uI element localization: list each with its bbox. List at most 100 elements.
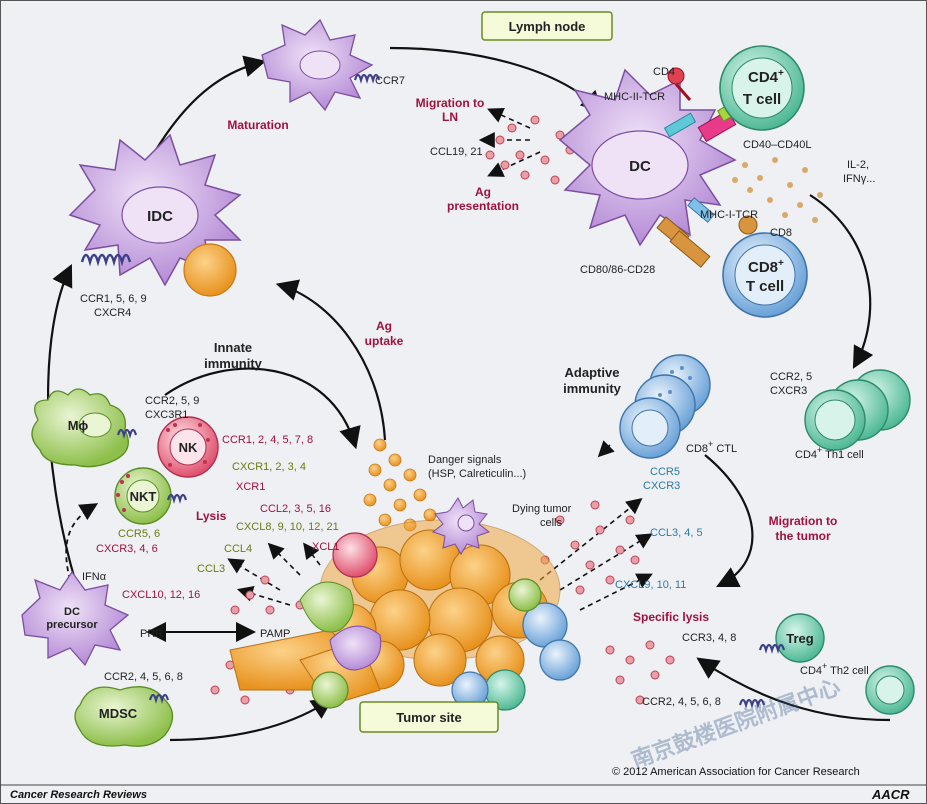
mphi-cxc-label: CXC3R1 bbox=[145, 409, 188, 421]
cd4-t-cell bbox=[719, 45, 805, 131]
innate-label-2: immunity bbox=[204, 356, 263, 371]
aacr-logo: AACR bbox=[871, 787, 910, 802]
nk-label: NK bbox=[179, 440, 198, 455]
cd8-ctl-cells bbox=[619, 354, 711, 459]
arrow-migration-tumor bbox=[704, 454, 754, 587]
mdsc-ccr-label: CCR2, 4, 5, 6, 8 bbox=[104, 671, 183, 683]
migration-ln-label-2: LN bbox=[442, 110, 458, 124]
idc-cxcr-label: CXCR4 bbox=[94, 307, 131, 319]
ag-presentation-label-1: Ag bbox=[475, 185, 491, 199]
th1-cell-label: CD4+ Th1 cell bbox=[795, 445, 864, 461]
lymph-node-title: Lymph node bbox=[509, 19, 586, 34]
ccl19-label: CCL19, 21 bbox=[430, 146, 483, 158]
idc-ccr-label: CCR1, 5, 6, 9 bbox=[80, 293, 147, 305]
journal-name: Cancer Research Reviews bbox=[10, 789, 147, 801]
copyright-text: © 2012 American Association for Cancer R… bbox=[612, 766, 860, 778]
cd4-cell-label: CD4+ bbox=[748, 68, 784, 86]
cxcl9-label: CXCL9, 10, 11 bbox=[615, 579, 686, 591]
ctl-cxcr3-label: CXCR3 bbox=[643, 480, 680, 492]
adaptive-label-1: Adaptive bbox=[565, 365, 620, 380]
prr-label: PRR bbox=[140, 628, 163, 640]
arrow-innate bbox=[164, 367, 361, 450]
th1-cxcr-label: CXCR3 bbox=[770, 385, 807, 397]
pamp-label: PAMP bbox=[260, 628, 290, 640]
cd4-small-label: CD4 bbox=[653, 66, 675, 78]
mhc1-label: MHC-I-TCR bbox=[700, 209, 758, 221]
danger-signal-dots bbox=[363, 438, 437, 532]
tumor-site-title: Tumor site bbox=[396, 710, 462, 725]
cd8-cell-label: CD8+ bbox=[748, 258, 784, 276]
mphi-ccr-label: CCR2, 5, 9 bbox=[145, 395, 199, 407]
nk-ccr-label: CCR1, 2, 4, 5, 7, 8 bbox=[222, 434, 313, 446]
migration-tumor-label-2: the tumor bbox=[775, 529, 831, 543]
macrophage-cell bbox=[31, 388, 138, 468]
arrow-idc-to-maturation bbox=[149, 55, 267, 161]
cd8-small-label: CD8 bbox=[770, 227, 792, 239]
antigen-cell bbox=[183, 243, 237, 297]
migration-tumor-label-1: Migration to bbox=[769, 514, 838, 528]
arrow-ag-uptake bbox=[275, 279, 387, 441]
th2-cell bbox=[738, 665, 915, 715]
cd4-tcell-label: T cell bbox=[743, 91, 781, 108]
adaptive-label-2: immunity bbox=[563, 381, 622, 396]
maturing-dc-cell bbox=[261, 18, 381, 112]
mhc2-label: MHC-II-TCR bbox=[604, 91, 665, 103]
ag-uptake-label-2: uptake bbox=[365, 334, 404, 348]
migration-ln-label-1: Migration to bbox=[416, 96, 485, 110]
nk-xcr-label: XCR1 bbox=[236, 481, 265, 493]
nk-cxcr-label: CXCR1, 2, 3, 4 bbox=[232, 461, 306, 473]
nkt-cell bbox=[114, 467, 188, 525]
th2-cell-label: CD4+ Th2 cell bbox=[800, 661, 869, 677]
ccl4-label: CCL4 bbox=[224, 543, 252, 555]
mphi-label: Mϕ bbox=[68, 418, 89, 433]
cytokine-dots bbox=[732, 157, 823, 223]
idc-label: IDC bbox=[147, 208, 173, 225]
mdsc-label: MDSC bbox=[99, 706, 138, 721]
arrow-mdsc-to-tumor bbox=[169, 697, 334, 742]
ag-uptake-label-1: Ag bbox=[376, 319, 392, 333]
ccr7-label: CCR7 bbox=[375, 75, 405, 87]
lysis-label: Lysis bbox=[196, 509, 227, 523]
th2-ccr-label: CCR2, 4, 5, 6, 8 bbox=[642, 696, 721, 708]
dc-precursor-cell bbox=[21, 570, 130, 667]
specific-lysis-label: Specific lysis bbox=[633, 610, 709, 624]
dying-tumor-cell bbox=[431, 497, 491, 555]
mdsc-cell bbox=[74, 686, 174, 747]
nkt-cxcr-label: CXCR3, 4, 6 bbox=[96, 543, 158, 555]
ccl345-label: CCL3, 4, 5 bbox=[650, 527, 703, 539]
dc-precursor-label-1: DC bbox=[64, 606, 80, 618]
nkt-label: NKT bbox=[130, 489, 157, 504]
arrow-th2-to-tumor bbox=[696, 657, 891, 722]
arrow-to-th1 bbox=[809, 194, 874, 369]
cd8-tcell-label: T cell bbox=[746, 278, 784, 295]
ccl2-label: CCL2, 3, 5, 16 bbox=[260, 503, 331, 515]
th1-cells bbox=[804, 369, 911, 451]
ccl3-label: CCL3 bbox=[197, 563, 225, 575]
lymph-node-box bbox=[481, 11, 613, 41]
dc-label: DC bbox=[629, 158, 651, 175]
danger-label-2: (HSP, Calreticulin...) bbox=[428, 468, 526, 480]
xcl1-label: XCL1 bbox=[312, 541, 340, 553]
dying-label-2: cells bbox=[540, 517, 563, 529]
ctl-ccr5-label: CCR5 bbox=[650, 466, 680, 478]
dc-precursor-label-2: precursor bbox=[46, 619, 98, 631]
cd40-label: CD40–CD40L bbox=[743, 139, 811, 151]
watermark-text: 南京鼓楼医院附属中心 bbox=[628, 674, 843, 773]
nkt-ccr-label: CCR5, 6 bbox=[118, 528, 160, 540]
il2-label: IL-2, bbox=[847, 159, 869, 171]
cd80-label: CD80/86-CD28 bbox=[580, 264, 655, 276]
th1-ccr-label: CCR2, 5 bbox=[770, 371, 812, 383]
tumor-site-box bbox=[359, 701, 499, 733]
cd8-ctl-label: CD8+ CTL bbox=[686, 439, 737, 455]
ifng-label: IFNγ... bbox=[843, 173, 875, 185]
ag-presentation-label-2: presentation bbox=[447, 199, 519, 213]
cxcl10-label: CXCL10, 12, 16 bbox=[122, 589, 200, 601]
dying-label-1: Dying tumor bbox=[512, 503, 572, 515]
treg-ccr-label: CCR3, 4, 8 bbox=[682, 632, 736, 644]
danger-label-1: Danger signals bbox=[428, 454, 502, 466]
maturation-label: Maturation bbox=[227, 118, 288, 132]
innate-label-1: Innate bbox=[214, 340, 252, 355]
treg-cell bbox=[758, 613, 825, 663]
